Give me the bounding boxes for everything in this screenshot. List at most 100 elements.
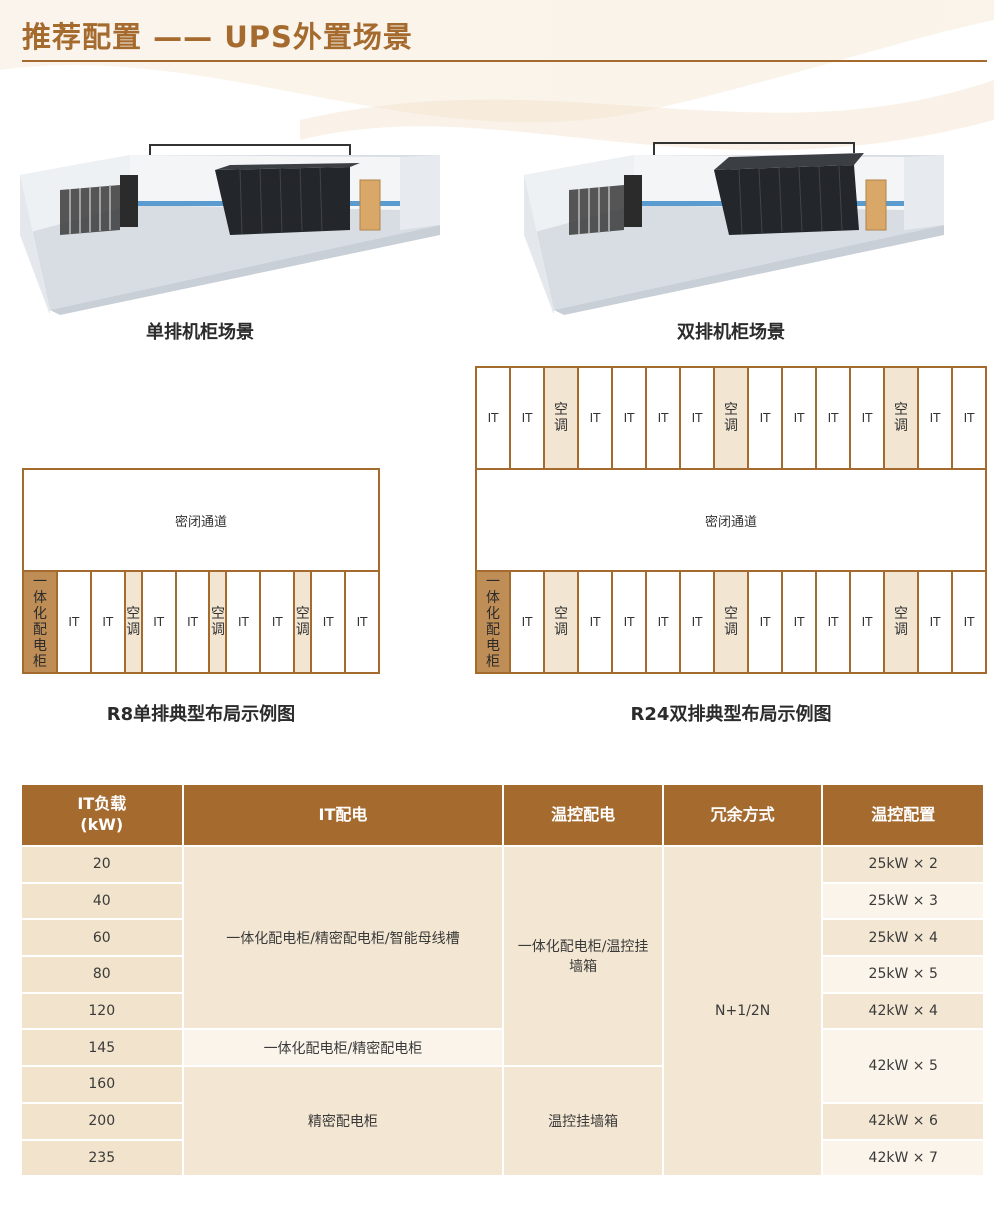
double-corridor-label: 密闭通道 (704, 514, 757, 530)
cell-label: 空调 (724, 401, 738, 434)
cell-label: IT (929, 614, 941, 629)
cell-label: 空调 (126, 605, 141, 638)
it-cabinet-cell: IT (645, 366, 681, 470)
it-power-cell: 一体化配电柜/精密配电柜/智能母线槽 (183, 847, 503, 1029)
it-cabinet-cell: IT (815, 366, 851, 470)
it-cabinet-cell: IT (577, 570, 613, 674)
cell-label: IT (589, 410, 601, 425)
cell-label: IT (657, 410, 669, 425)
cell-label: IT (237, 614, 249, 629)
load-cell: 120 (22, 993, 182, 1029)
cell-label: IT (521, 410, 533, 425)
temp-config-cell: 25kW × 4 (823, 920, 983, 956)
cell-label: 空调 (724, 605, 738, 638)
single-row-scene-caption: 单排机柜场景 (146, 322, 254, 343)
load-cell: 145 (22, 1030, 182, 1066)
cell-label: 一体化配电柜 (32, 573, 47, 671)
power-distribution-cabinet-cell: 一体化配电柜 (475, 570, 511, 674)
redundancy-cell: N+1/2N (663, 847, 822, 1176)
load-cell: 60 (22, 920, 182, 956)
it-cabinet-cell: IT (475, 366, 511, 470)
it-cabinet-cell: IT (259, 570, 296, 674)
cell-label: IT (187, 614, 198, 629)
load-cell: 20 (22, 847, 182, 882)
table-row: 235 42kW × 7 (22, 1140, 983, 1176)
it-cabinet-cell: IT (509, 570, 545, 674)
it-cabinet-cell: IT (310, 570, 347, 674)
it-cabinet-cell: IT (577, 366, 613, 470)
it-cabinet-cell: IT (747, 366, 783, 470)
load-cell: 200 (22, 1103, 182, 1139)
cell-label: IT (487, 410, 499, 425)
it-cabinet-cell: IT (611, 570, 647, 674)
temp-config-cell: 25kW × 5 (823, 957, 983, 992)
header-it-load-unit: (kW) (80, 815, 124, 834)
temp-power-text: 一体化配电柜/温控挂墙箱 (517, 939, 649, 976)
temp-config-cell: 42kW × 4 (823, 993, 983, 1029)
ac-unit-cell: 空调 (883, 366, 919, 470)
it-power-cell: 精密配电柜 (183, 1067, 503, 1176)
title-divider (22, 60, 987, 62)
load-cell: 160 (22, 1067, 182, 1102)
cell-label: IT (827, 614, 839, 629)
table-row: 200 42kW × 6 (22, 1103, 983, 1139)
temp-config-cell: 25kW × 2 (823, 847, 983, 882)
cell-label: 空调 (554, 605, 568, 638)
table-row: 160 精密配电柜 温控挂墙箱 (22, 1067, 983, 1176)
temp-config-cell: 42kW × 5 (823, 1030, 983, 1102)
cell-label: IT (929, 410, 941, 425)
cell-label: IT (623, 410, 635, 425)
it-cabinet-cell: IT (55, 570, 92, 674)
page-title: 推荐配置 —— UPS外置场景 (22, 20, 413, 54)
cell-label: IT (691, 614, 703, 629)
header-it-load-label: IT负载 (77, 794, 127, 814)
table-row: 120 42kW × 4 (22, 993, 983, 1029)
table-row: 80 25kW × 5 (22, 957, 983, 992)
table-row: 60 25kW × 4 (22, 920, 983, 956)
cell-label: IT (623, 614, 635, 629)
config-table: IT负载 (kW) IT配电 温控配电 冗余方式 温控配置 20 一体化配电柜/… (20, 783, 985, 1177)
single-layout-caption: R8单排典型布局示例图 (106, 704, 296, 725)
cell-label: IT (521, 614, 533, 629)
it-cabinet-cell: IT (89, 570, 126, 674)
cell-label: IT (827, 410, 839, 425)
it-cabinet-cell: IT (951, 366, 987, 470)
ac-unit-cell: 空调 (543, 366, 579, 470)
power-distribution-cabinet-cell: 一体化配电柜 (22, 570, 58, 674)
table-row: 20 一体化配电柜/精密配电柜/智能母线槽 一体化配电柜/温控挂墙箱 N+1/2… (22, 847, 983, 1176)
cell-label: 空调 (894, 605, 908, 638)
cell-label: IT (793, 614, 805, 629)
it-cabinet-cell: IT (781, 366, 817, 470)
load-cell: 40 (22, 883, 182, 919)
ac-unit-cell: 空调 (543, 570, 579, 674)
header-it-load: IT负载 (kW) (22, 785, 182, 845)
it-cabinet-cell: IT (140, 570, 177, 674)
cell-label: IT (68, 614, 80, 629)
header-temp-config: 温控配置 (823, 785, 983, 845)
it-cabinet-cell: IT (849, 366, 885, 470)
it-cabinet-cell: IT (174, 570, 211, 674)
cell-label: 一体化配电柜 (486, 573, 500, 671)
double-layout-caption: R24双排典型布局示例图 (630, 704, 832, 725)
it-cabinet-cell: IT (815, 570, 851, 674)
it-cabinet-cell: IT (951, 570, 987, 674)
cell-label: IT (153, 614, 165, 629)
it-cabinet-cell: IT (747, 570, 783, 674)
load-cell: 80 (22, 957, 182, 992)
temp-power-cell: 一体化配电柜/温控挂墙箱 (504, 847, 662, 1066)
single-corridor: 密闭通道 (22, 468, 380, 572)
it-power-cell: 一体化配电柜/精密配电柜 (183, 1030, 503, 1066)
cell-label: IT (759, 410, 771, 425)
it-cabinet-cell: IT (917, 366, 953, 470)
cell-label: 空调 (210, 605, 225, 638)
cell-label: 空调 (554, 401, 568, 434)
temp-config-cell: 42kW × 6 (823, 1103, 983, 1139)
cell-label: IT (691, 410, 703, 425)
it-cabinet-cell: IT (679, 570, 715, 674)
it-cabinet-cell: IT (611, 366, 647, 470)
double-row-scene-caption: 双排机柜场景 (677, 322, 785, 343)
it-cabinet-cell: IT (849, 570, 885, 674)
it-cabinet-cell: IT (917, 570, 953, 674)
temp-config-cell: 42kW × 7 (823, 1140, 983, 1176)
